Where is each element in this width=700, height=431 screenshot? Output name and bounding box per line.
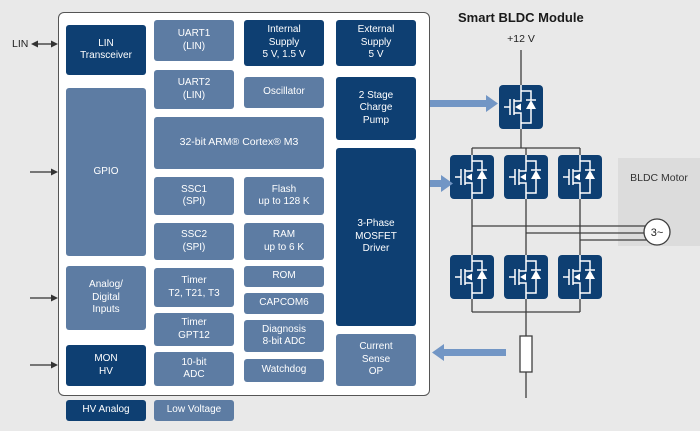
lin-bus-arrow [31,40,58,48]
diagram-title: Smart BLDC Module [458,10,584,25]
gpio-input-arrow [30,168,58,176]
legend-low-voltage: Low Voltage [154,400,234,421]
low-side-mosfet-w-icon [557,254,603,300]
block-rom: ROM [244,266,324,287]
block-3phase-mosfet-driver: 3-Phase MOSFET Driver [336,148,416,326]
reverse-protection-mosfet-icon [498,84,544,130]
low-side-mosfet-v-icon [503,254,549,300]
supply-voltage-label: +12 V [507,33,535,45]
block-mon-hv: MON HV [66,345,146,386]
block-current-sense-op: Current Sense OP [336,334,416,386]
shunt-resistor [519,335,533,373]
block-internal-supply: Internal Supply 5 V, 1.5 V [244,20,324,66]
analog-digital-input-arrow [30,294,58,302]
block-oscillator: Oscillator [244,77,324,108]
block-ssc2: SSC2 (SPI) [154,223,234,260]
block-diagnosis-adc: Diagnosis 8-bit ADC [244,320,324,352]
block-watchdog: Watchdog [244,359,324,382]
bldc-motor-box: BLDC Motor [618,158,700,246]
block-uart2: UART2 (LIN) [154,70,234,109]
bldc-motor-label: BLDC Motor [630,172,688,184]
gate-drive-arrow [430,175,453,192]
high-side-mosfet-w-icon [557,154,603,200]
block-ram: RAM up to 6 K [244,223,324,260]
block-capcom6: CAPCOM6 [244,293,324,314]
block-arm-core: 32-bit ARM® Cortex® M3 [154,117,324,169]
high-side-mosfet-u-icon [449,154,495,200]
block-10bit-adc: 10-bit ADC [154,352,234,386]
legend-hv-analog: HV Analog [66,400,146,421]
charge-pump-output-arrow [430,95,498,112]
current-sense-feedback-arrow [432,344,506,361]
block-gpio: GPIO [66,88,146,256]
block-external-supply: External Supply 5 V [336,20,416,66]
block-lin-transceiver: LIN Transceiver [66,25,146,75]
mon-hv-input-arrow [30,361,58,369]
block-ssc1: SSC1 (SPI) [154,177,234,215]
block-uart1: UART1 (LIN) [154,20,234,61]
block-timer-gpt12: Timer GPT12 [154,313,234,346]
block-timer-t2-t21-t3: Timer T2, T21, T3 [154,268,234,307]
block-flash: Flash up to 128 K [244,177,324,215]
low-side-mosfet-u-icon [449,254,495,300]
lin-bus-label: LIN [12,38,29,50]
high-side-mosfet-v-icon [503,154,549,200]
bridge-leg-wires [471,148,581,312]
block-charge-pump: 2 Stage Charge Pump [336,77,416,140]
block-analog-digital-inputs: Analog/ Digital Inputs [66,266,146,330]
